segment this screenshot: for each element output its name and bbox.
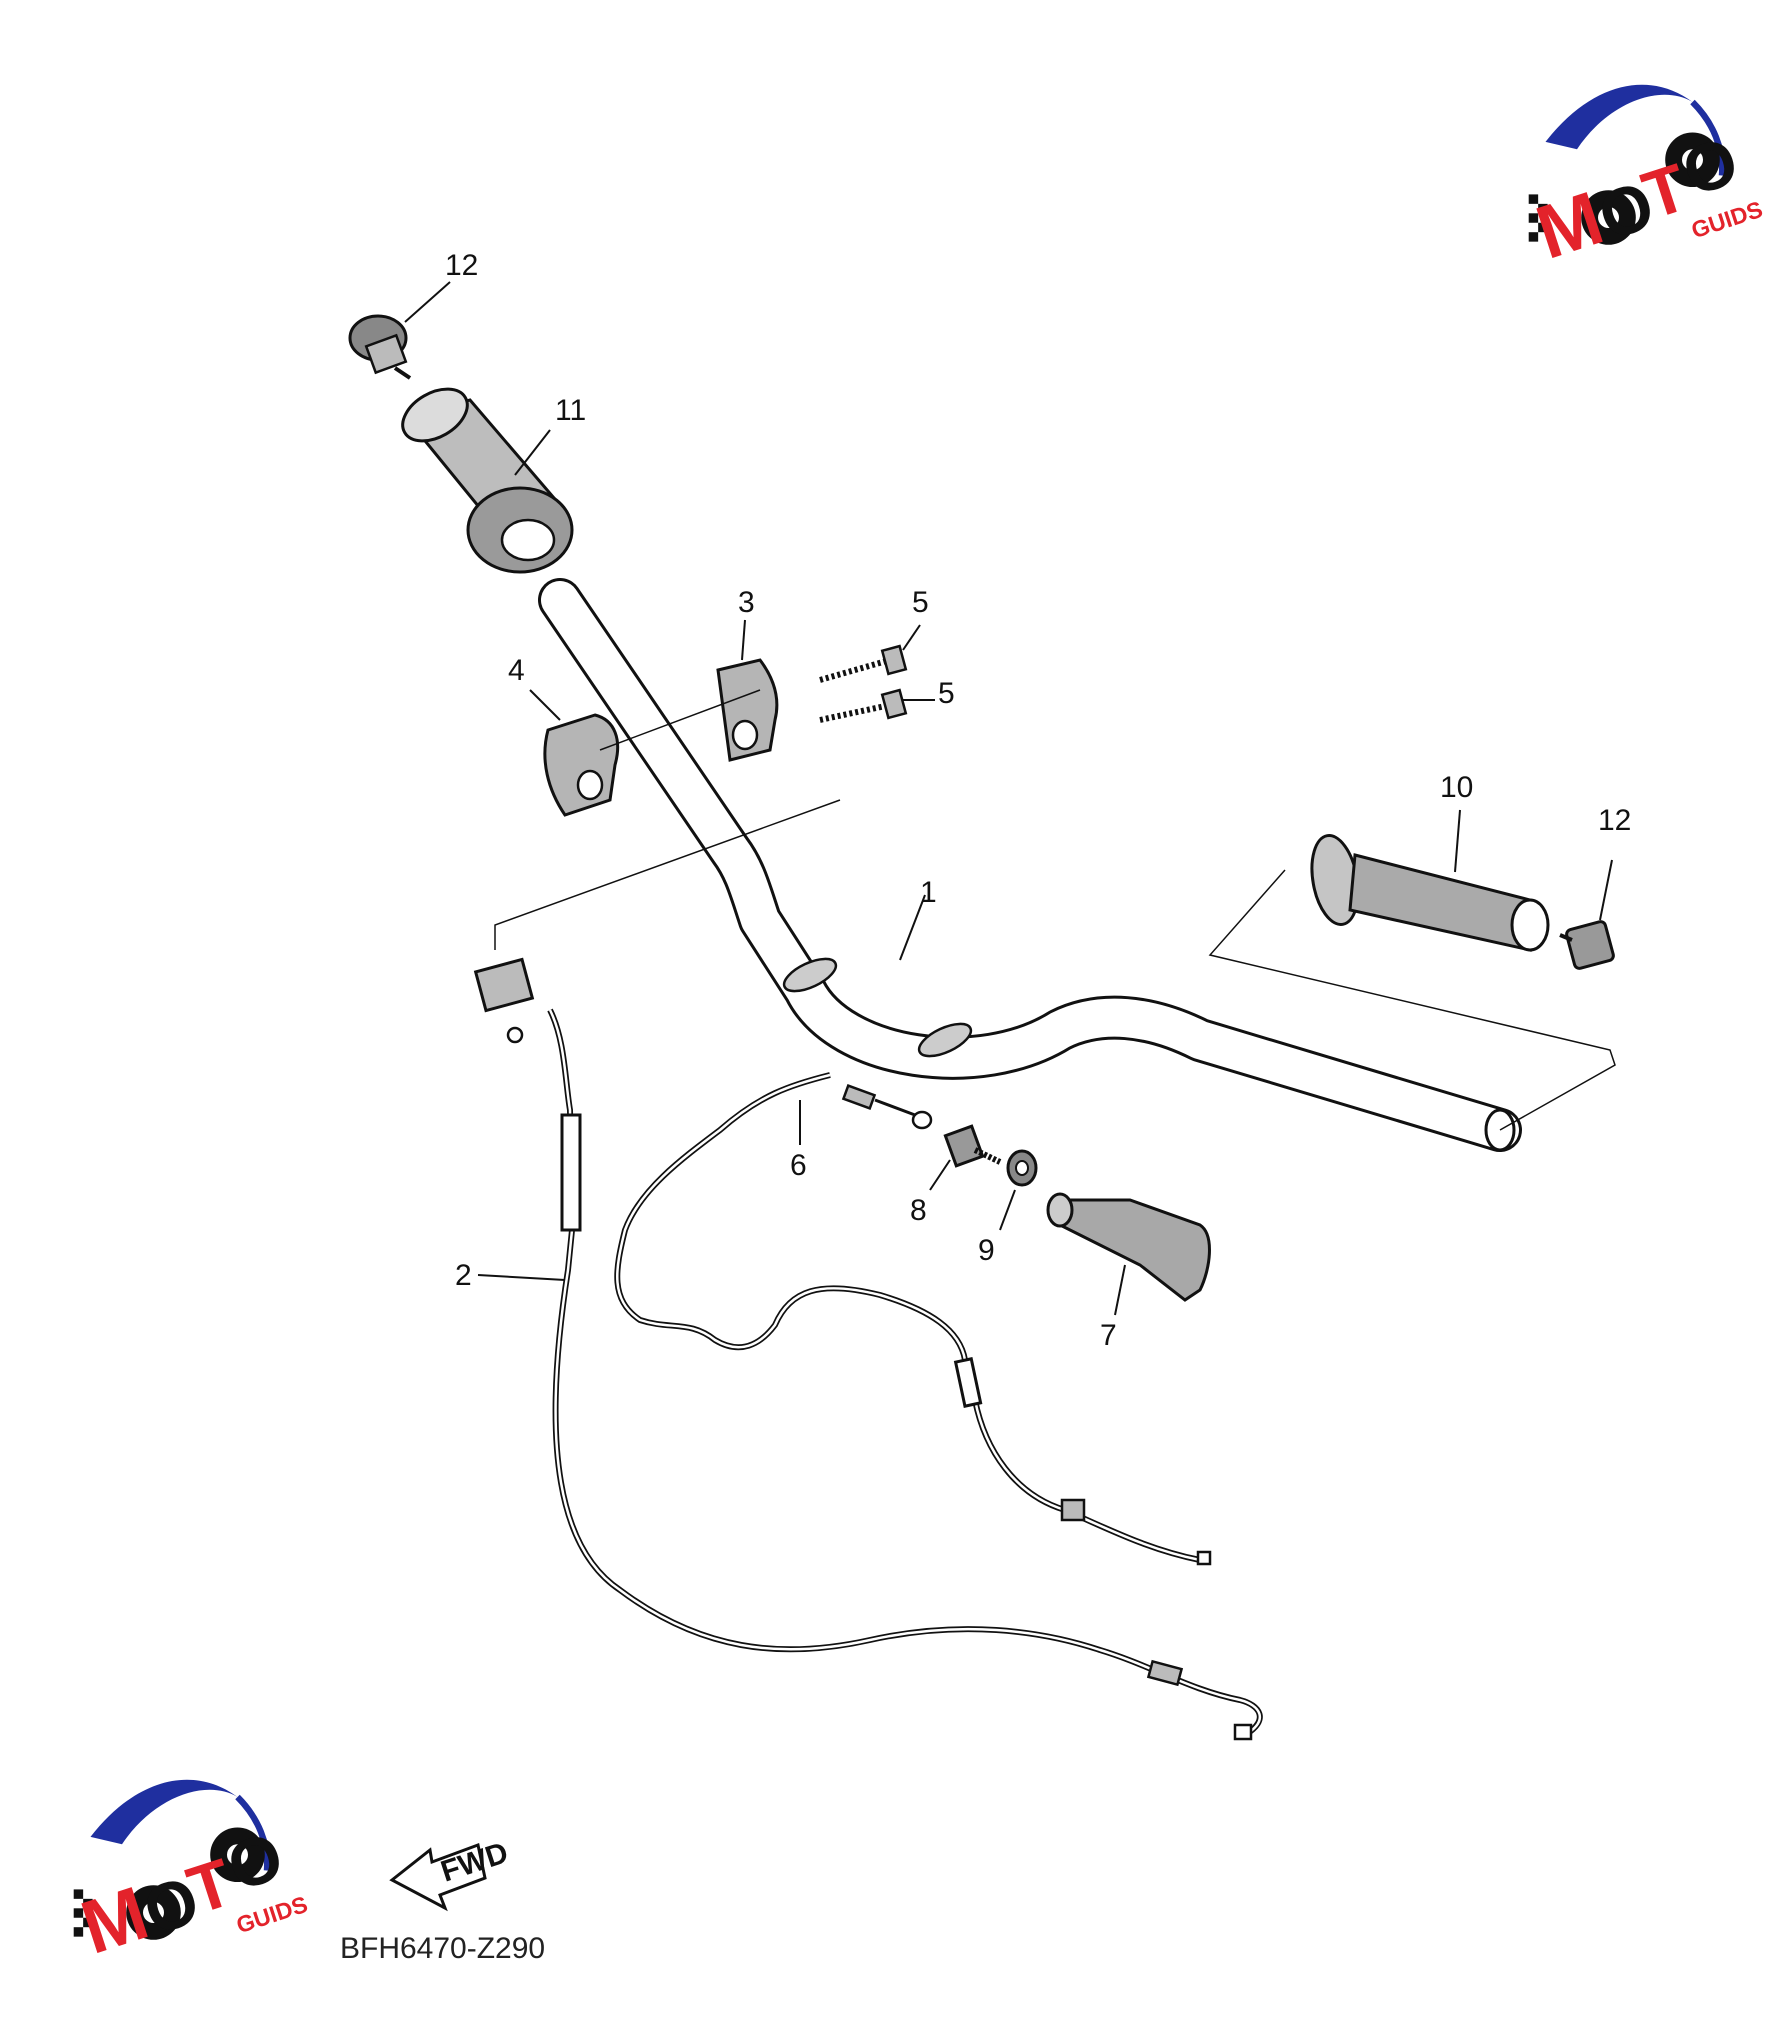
diagram-code: BFH6470-Z290 xyxy=(340,1932,545,1965)
part-12-left-bar-end xyxy=(348,281,451,380)
callout-3: 3 xyxy=(738,586,755,619)
callout-11: 11 xyxy=(555,394,586,427)
part-9-nut xyxy=(999,1149,1038,1231)
callout-4: 4 xyxy=(508,654,525,687)
callout-12-right: 12 xyxy=(1598,804,1631,837)
callout-7: 7 xyxy=(1100,1319,1117,1352)
part-8-adjust-bolt xyxy=(929,1124,1002,1191)
part-10-right-grip xyxy=(1310,809,1550,952)
callout-9: 9 xyxy=(978,1234,995,1267)
part-2-throttle-cable xyxy=(473,957,1263,1741)
moto-guids-logo-top: M O T O GUIDS xyxy=(1527,85,1766,276)
callout-6: 6 xyxy=(790,1149,807,1182)
callout-1: 1 xyxy=(920,876,937,909)
part-7-lever-cover xyxy=(1046,1192,1211,1316)
callout-2: 2 xyxy=(455,1259,472,1292)
part-6-clutch-cable xyxy=(614,1072,1212,1566)
callout-5-lower: 5 xyxy=(938,677,955,710)
part-3-upper-clamp xyxy=(716,619,779,762)
part-12-right-bar-end xyxy=(1559,859,1615,970)
part-5-clamp-bolts xyxy=(599,624,935,751)
callout-labels: 12 11 3 5 5 4 10 12 1 6 8 9 7 2 xyxy=(445,249,1631,1352)
callout-5-upper: 5 xyxy=(912,586,929,619)
part-4-lower-clamp xyxy=(529,689,620,817)
forward-direction-arrow: FWD xyxy=(389,1836,512,1912)
part-1-handlebar xyxy=(538,578,1522,1152)
moto-guids-logo-bottom: M O T O GUIDS xyxy=(72,1780,311,1971)
part-11-throttle-grip xyxy=(401,387,574,574)
assembly-leader-lines xyxy=(494,799,1616,1131)
callout-12-left: 12 xyxy=(445,249,478,282)
callout-8: 8 xyxy=(910,1194,927,1227)
callout-10: 10 xyxy=(1440,771,1473,804)
